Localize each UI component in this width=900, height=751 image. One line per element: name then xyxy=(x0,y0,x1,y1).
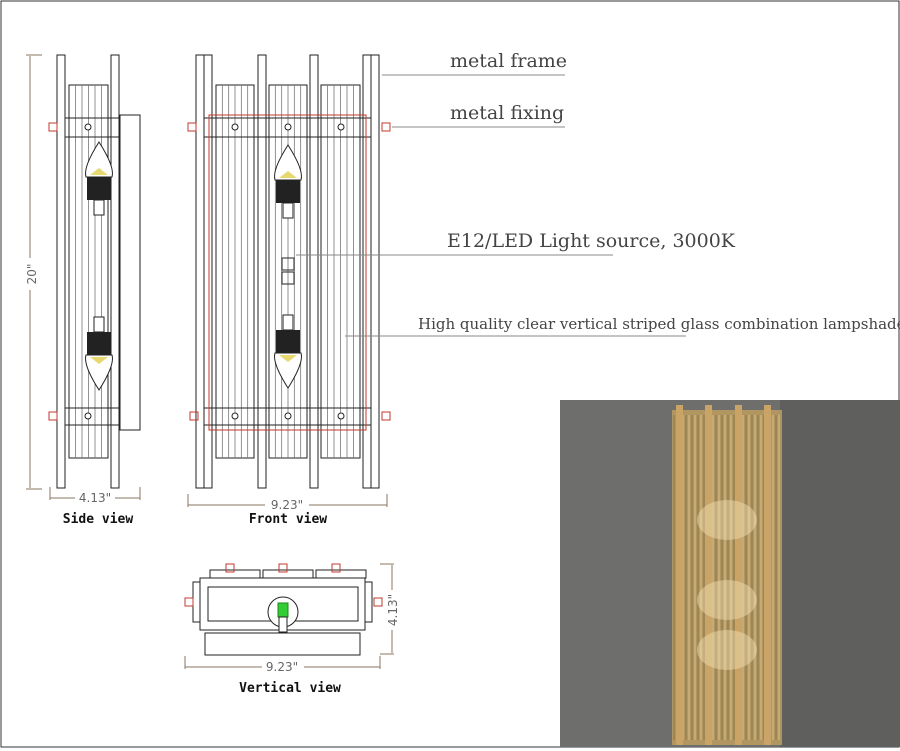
glass-panel xyxy=(262,569,314,579)
brass-frame-bar xyxy=(735,405,742,745)
metal-fixing-callout: metal fixing xyxy=(450,102,564,124)
light-glow xyxy=(697,500,757,540)
bulb-led xyxy=(90,357,108,364)
screw xyxy=(84,123,92,131)
frame-bar xyxy=(203,54,213,489)
bulb-socket xyxy=(93,199,105,216)
bulb-body xyxy=(276,330,300,353)
front-width-dimension: 9.23" xyxy=(271,498,303,512)
bulb-led xyxy=(279,171,297,178)
fixing-tab xyxy=(278,563,288,573)
led-indicator xyxy=(277,602,289,618)
glass-panel-side xyxy=(364,581,373,623)
front-view-drawing xyxy=(187,54,391,489)
front-view-label: Front view xyxy=(249,512,327,527)
screw xyxy=(84,412,92,420)
metal-frame-callout: metal frame xyxy=(450,50,567,72)
brass-frame-bar xyxy=(764,405,771,745)
vertical-view-label: Vertical view xyxy=(239,681,341,696)
fixing-band xyxy=(64,407,120,426)
height-dimension: 20" xyxy=(25,264,39,285)
fixing-band xyxy=(203,117,372,138)
vertical-depth-dimension: 4.13" xyxy=(386,594,400,626)
screw xyxy=(284,123,292,131)
light-glow xyxy=(697,580,757,620)
bulb-socket xyxy=(93,316,105,333)
screw xyxy=(284,412,292,420)
fixing-band xyxy=(64,117,120,138)
fixing-tab xyxy=(381,411,391,421)
fixing-tab xyxy=(48,411,58,421)
screw xyxy=(231,123,239,131)
frame-bar xyxy=(362,54,372,489)
fixing-tab xyxy=(381,122,391,132)
fixing-tab xyxy=(184,597,194,607)
light-source-callout: E12/LED Light source, 3000K xyxy=(447,230,736,252)
side-view-label: Side view xyxy=(63,512,134,527)
fixing-band xyxy=(203,407,372,426)
frame-bar xyxy=(370,54,380,489)
vertical-width-dimension: 9.23" xyxy=(266,660,298,674)
screw xyxy=(231,412,239,420)
back-plate xyxy=(119,114,141,431)
frame-bar xyxy=(195,54,205,489)
bulb-led xyxy=(279,355,297,362)
back-plate xyxy=(204,632,361,656)
fixing-tab xyxy=(373,597,383,607)
frame-bar xyxy=(309,54,319,489)
fixing-tab xyxy=(187,122,197,132)
brass-frame-bar xyxy=(705,405,712,745)
callout-leaders xyxy=(296,74,686,337)
fixing-tab xyxy=(225,563,235,573)
glass-panel xyxy=(209,569,261,579)
frame-bar xyxy=(56,54,66,489)
connector xyxy=(281,271,295,285)
side-width-dimension: 4.13" xyxy=(79,491,111,505)
mounting-outline xyxy=(208,114,367,431)
vertical-view-drawing xyxy=(184,563,383,656)
connector xyxy=(281,257,295,271)
socket xyxy=(278,616,288,633)
bulb-body xyxy=(87,332,111,355)
fixing-tab xyxy=(189,411,199,421)
bulb-body xyxy=(87,177,111,200)
lampshade-callout: High quality clear vertical striped glas… xyxy=(418,315,900,333)
frame-bar xyxy=(257,54,267,489)
screw xyxy=(337,412,345,420)
frame-bar xyxy=(110,54,120,489)
side-view-drawing xyxy=(48,54,141,489)
screw xyxy=(337,123,345,131)
glass-panel-side xyxy=(192,581,201,623)
glass-panel xyxy=(315,569,367,579)
fixing-tab xyxy=(331,563,341,573)
bulb-socket xyxy=(282,202,294,219)
bulb-body xyxy=(276,180,300,203)
product-photo xyxy=(560,400,900,747)
fixing-tab xyxy=(48,122,58,132)
bulb-socket xyxy=(282,314,294,331)
bulb-led xyxy=(90,168,108,175)
light-glow xyxy=(697,630,757,670)
brass-frame-bar xyxy=(676,405,683,745)
